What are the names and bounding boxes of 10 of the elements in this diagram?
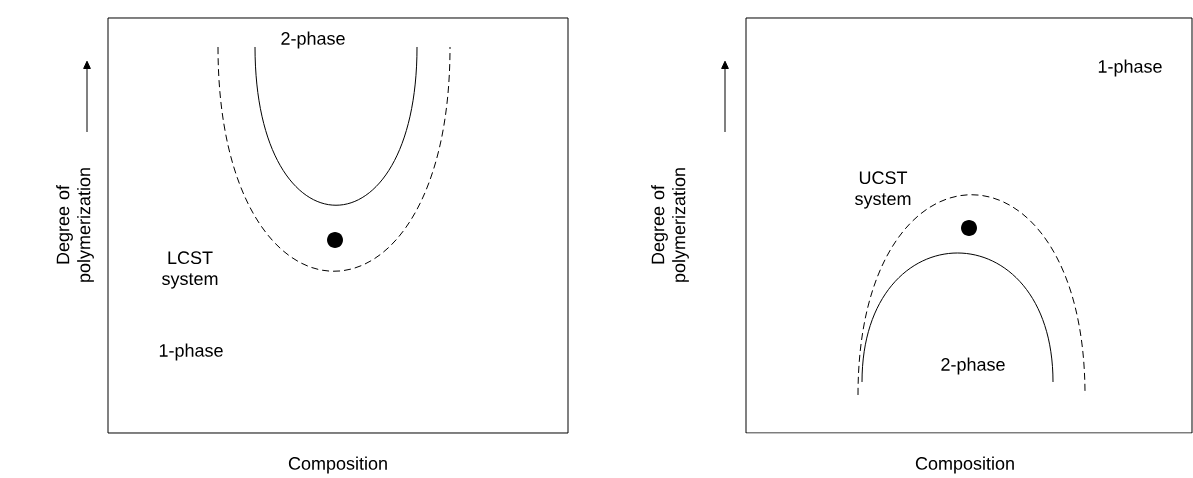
region-label: 1-phase [1098, 59, 1162, 77]
system-label: LCST system [162, 251, 218, 289]
system-label: UCST system [855, 171, 911, 209]
region-label: 2-phase [941, 357, 1005, 375]
axis-label: Composition [288, 456, 387, 474]
region-label: 2-phase [281, 31, 345, 49]
axis-label: Composition [915, 456, 1014, 474]
axis-label: Degree of polymerization [56, 168, 94, 282]
axis-label: Degree of polymerization [651, 168, 689, 282]
region-label: 1-phase [159, 343, 223, 361]
